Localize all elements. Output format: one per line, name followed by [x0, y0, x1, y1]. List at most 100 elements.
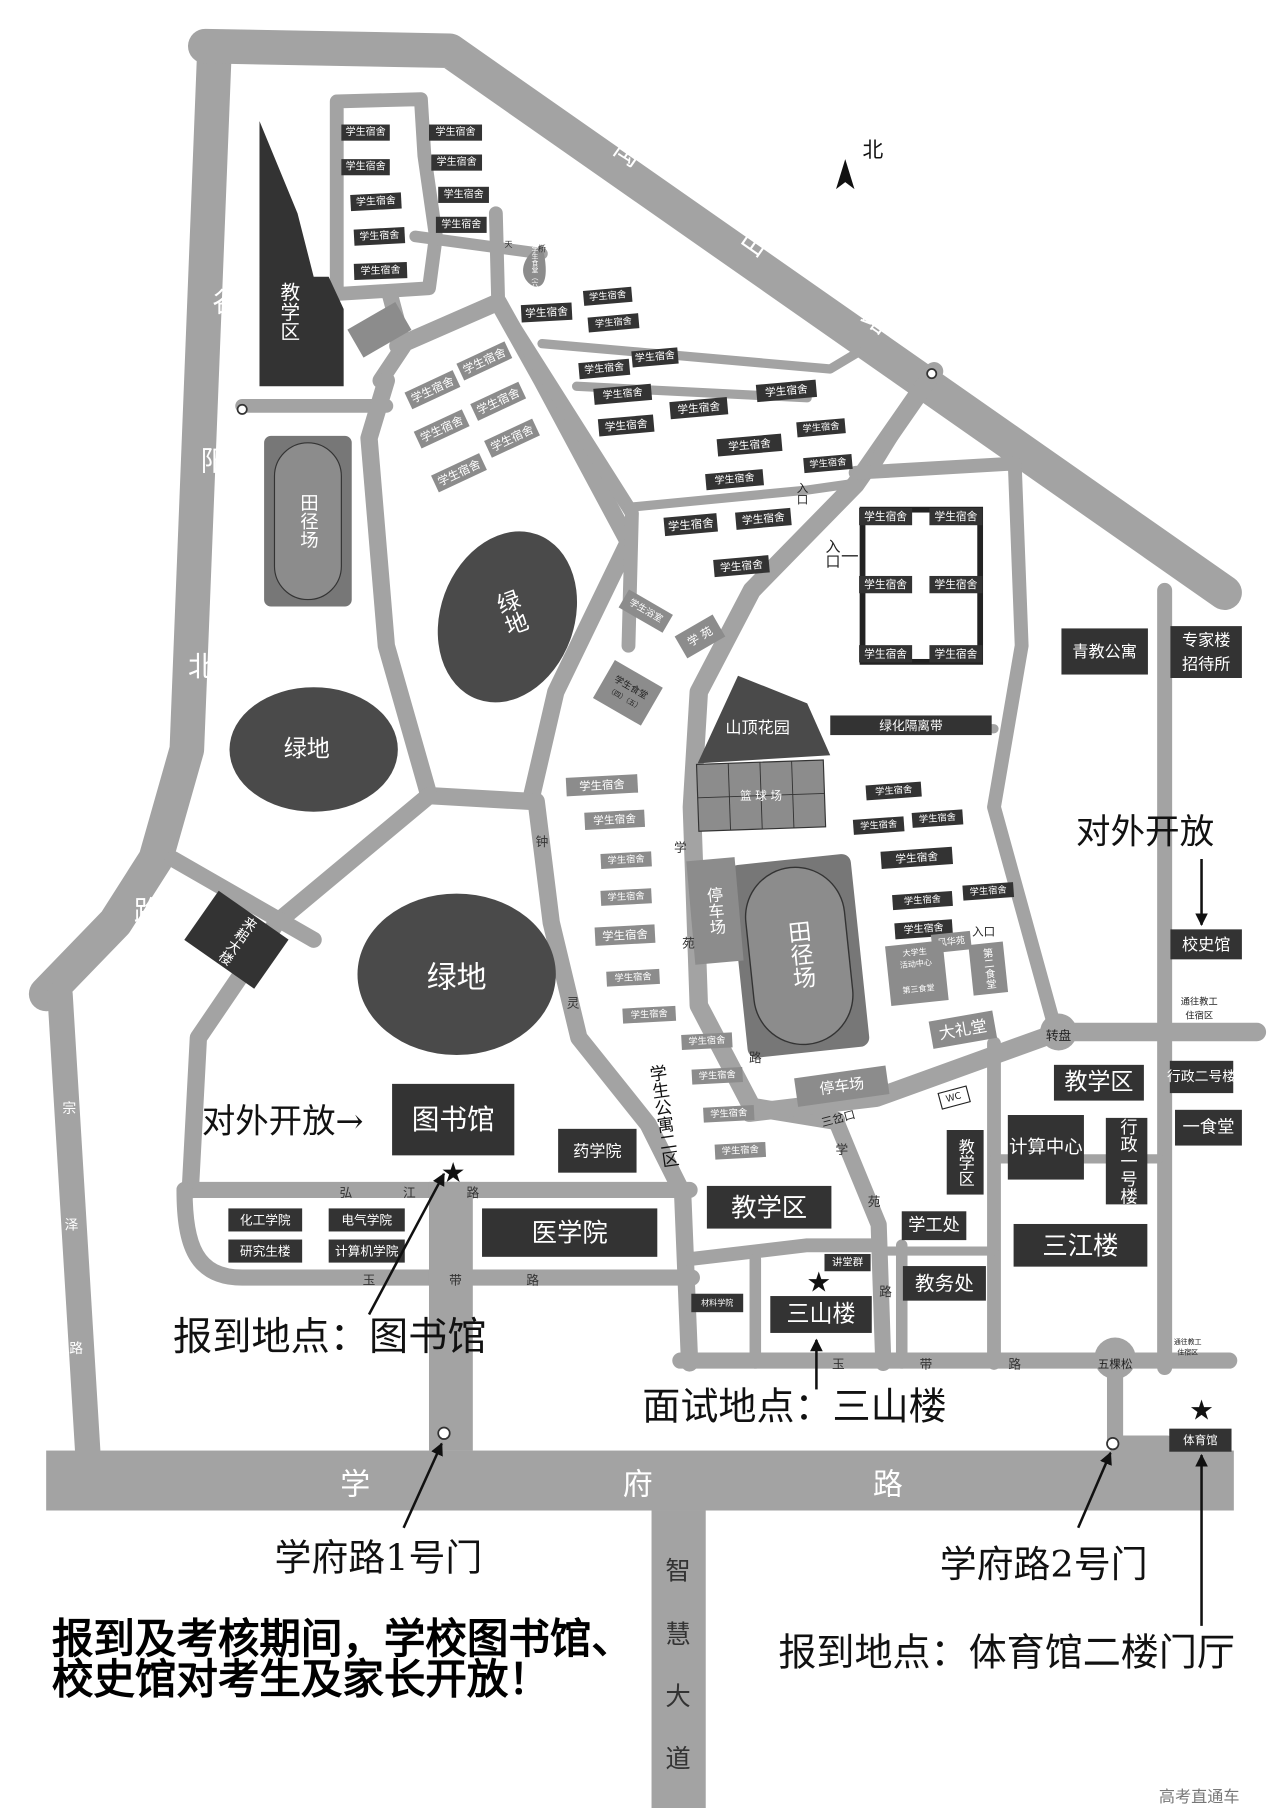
dorm-block	[578, 358, 631, 380]
gate-marker-icon[interactable]	[236, 403, 248, 415]
building-computing[interactable]: 计算中心	[1007, 1115, 1084, 1180]
dorm-block	[606, 968, 660, 987]
building-sanjiang[interactable]: 三江楼	[1013, 1223, 1148, 1267]
road-label: 宗	[62, 1101, 76, 1117]
building-chem[interactable]: 化工学院	[228, 1208, 303, 1232]
track-central	[729, 854, 870, 1058]
building-wc: WC	[937, 1085, 971, 1110]
dorm-block	[470, 381, 527, 421]
dorm-label: 学生宿舍	[441, 217, 481, 230]
building-auditorium[interactable]: 大礼堂	[928, 1010, 998, 1049]
building-parking-2[interactable]: 停车场	[794, 1065, 890, 1107]
dorm-label: 学生宿舍	[864, 510, 907, 523]
building-shape	[770, 1296, 872, 1333]
gate-marker-icon[interactable]	[926, 368, 938, 380]
road-label: 府	[623, 1468, 653, 1503]
building-label: 教务处	[915, 1272, 974, 1295]
dorm-building: 学生宿舍	[929, 645, 983, 663]
building-laisi[interactable]: 来耜大楼	[184, 890, 289, 989]
basketball-court	[695, 759, 827, 832]
dorm-building: 学生宿舍	[565, 774, 639, 797]
road-zongze	[47, 981, 101, 1464]
dorm-label: 学生宿舍	[677, 400, 721, 417]
dorm-block	[803, 453, 853, 474]
building-xuegong[interactable]: 学工处	[901, 1211, 967, 1241]
road-label: 慧	[665, 1619, 690, 1649]
road-label: 天	[505, 240, 513, 249]
dorm-label: 学生宿舍	[765, 383, 809, 400]
road-auditorium	[740, 1022, 1267, 1122]
dorm-label: 学生宿舍	[809, 455, 847, 470]
road-label: 路	[749, 1050, 762, 1065]
dorm-building: 学生宿舍	[622, 1005, 677, 1024]
dorm-block	[341, 159, 390, 176]
building-gym[interactable]: 体育馆	[1169, 1428, 1232, 1452]
dorm-label: 学生宿舍	[356, 193, 397, 208]
building-label: 行政二号楼	[1167, 1069, 1236, 1085]
building-label: 招待所	[1182, 655, 1230, 674]
roundabout-label: 转盘	[1046, 1028, 1072, 1043]
building-xueyuan[interactable]: 学 苑	[674, 614, 726, 659]
dorm-block	[456, 341, 513, 381]
road-label: 学	[835, 1142, 848, 1157]
building-library[interactable]: 图书馆	[392, 1083, 515, 1156]
roundabout	[1040, 1013, 1078, 1051]
building-pharmacy[interactable]: 药学院	[558, 1128, 637, 1173]
wc-label: WC	[945, 1090, 963, 1105]
building-parking-1[interactable]: 停车场	[686, 857, 744, 965]
road-tianqiao	[409, 230, 548, 260]
dorm-block	[929, 507, 983, 526]
building-shape	[328, 1208, 405, 1232]
building-teaching-v[interactable]: 教学区	[946, 1130, 984, 1195]
dorm-building: 学生宿舍	[894, 919, 953, 940]
building-museum[interactable]: 校史馆	[1170, 929, 1242, 960]
building-lecture[interactable]: 讲堂群	[824, 1253, 871, 1272]
building-label: 教学区	[1064, 1070, 1133, 1096]
building-materials[interactable]: 材料学院	[691, 1293, 744, 1313]
building-grad[interactable]: 研究生楼	[228, 1239, 303, 1263]
building-sanshan[interactable]: 三山楼	[770, 1296, 872, 1333]
building-admin2[interactable]: 行政二号楼	[1167, 1060, 1236, 1094]
building-canteen45[interactable]: 学生食堂（四）（五）	[592, 660, 663, 726]
dorm-label: 学生宿舍	[593, 812, 637, 827]
dorm-label: 学生宿舍	[584, 360, 625, 376]
building-admin1[interactable]: 行政一号楼	[1105, 1117, 1148, 1205]
dorm-block	[714, 1141, 767, 1160]
dorm-block	[663, 513, 718, 537]
dorm-label: 学生宿舍	[602, 927, 649, 943]
building-cs[interactable]: 计算机学院	[328, 1239, 405, 1263]
building-elec[interactable]: 电气学院	[328, 1208, 405, 1232]
building-shape	[1169, 1060, 1234, 1094]
green-area-label: 绿地	[427, 960, 487, 995]
building-jiaowu[interactable]: 教务处	[902, 1266, 986, 1301]
building-teaching-e[interactable]: 教学区	[1053, 1064, 1144, 1101]
building-teaching-s[interactable]: 教学区	[706, 1185, 832, 1229]
canteen-6	[523, 244, 546, 287]
watermark: 高考直通车	[1159, 1787, 1240, 1806]
gate-marker-icon[interactable]	[1106, 1437, 1120, 1451]
dorm-building: 学生宿舍	[703, 1105, 755, 1123]
staff-housing-label: 住宿区	[1177, 1348, 1198, 1357]
building-canteen1[interactable]: 一食堂	[1175, 1109, 1242, 1146]
building-label: 青教公寓	[1072, 642, 1137, 661]
building-qingjiao[interactable]: 青教公寓	[1061, 628, 1148, 675]
road-teaching-row	[682, 1238, 881, 1267]
building-canteen2[interactable]: 第二食堂	[968, 941, 1009, 996]
building-shape	[946, 1130, 984, 1195]
building-shape	[558, 1128, 637, 1173]
building-green-belt[interactable]: 绿化隔离带	[830, 715, 992, 736]
building-medical[interactable]: 医学院	[482, 1208, 658, 1257]
dorm-building: 学生宿舍	[705, 469, 764, 491]
dorm-building: 学生宿舍	[892, 890, 953, 911]
star-icon: ★	[441, 1156, 466, 1189]
dorm-block	[341, 124, 390, 141]
dorm-block	[600, 851, 652, 869]
dorm-label: 学生宿舍	[919, 811, 957, 826]
gate-marker-icon[interactable]	[437, 1426, 451, 1440]
building-label: 三山楼	[786, 1301, 855, 1327]
road-laisi	[164, 850, 322, 948]
dorm-building: 学生宿舍	[431, 453, 487, 493]
building-label: 研究生楼	[240, 1244, 291, 1259]
